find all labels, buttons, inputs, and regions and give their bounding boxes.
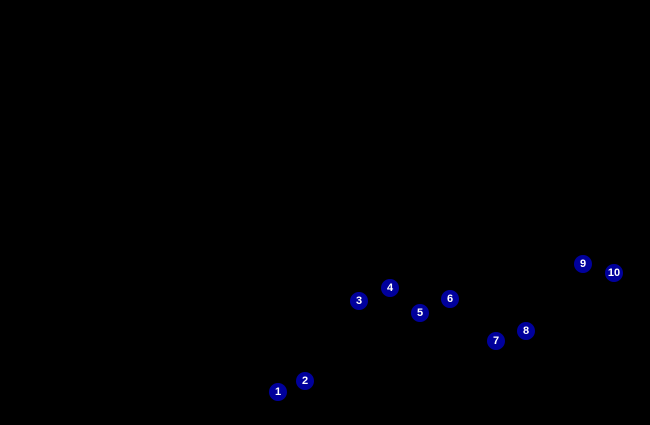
numbered-marker-8[interactable]: 8	[517, 322, 535, 340]
numbered-marker-10[interactable]: 10	[605, 264, 623, 282]
numbered-marker-5[interactable]: 5	[411, 304, 429, 322]
numbered-marker-9[interactable]: 9	[574, 255, 592, 273]
numbered-marker-4[interactable]: 4	[381, 279, 399, 297]
numbered-marker-3[interactable]: 3	[350, 292, 368, 310]
numbered-marker-7[interactable]: 7	[487, 332, 505, 350]
numbered-marker-1[interactable]: 1	[269, 383, 287, 401]
numbered-marker-6[interactable]: 6	[441, 290, 459, 308]
numbered-marker-2[interactable]: 2	[296, 372, 314, 390]
